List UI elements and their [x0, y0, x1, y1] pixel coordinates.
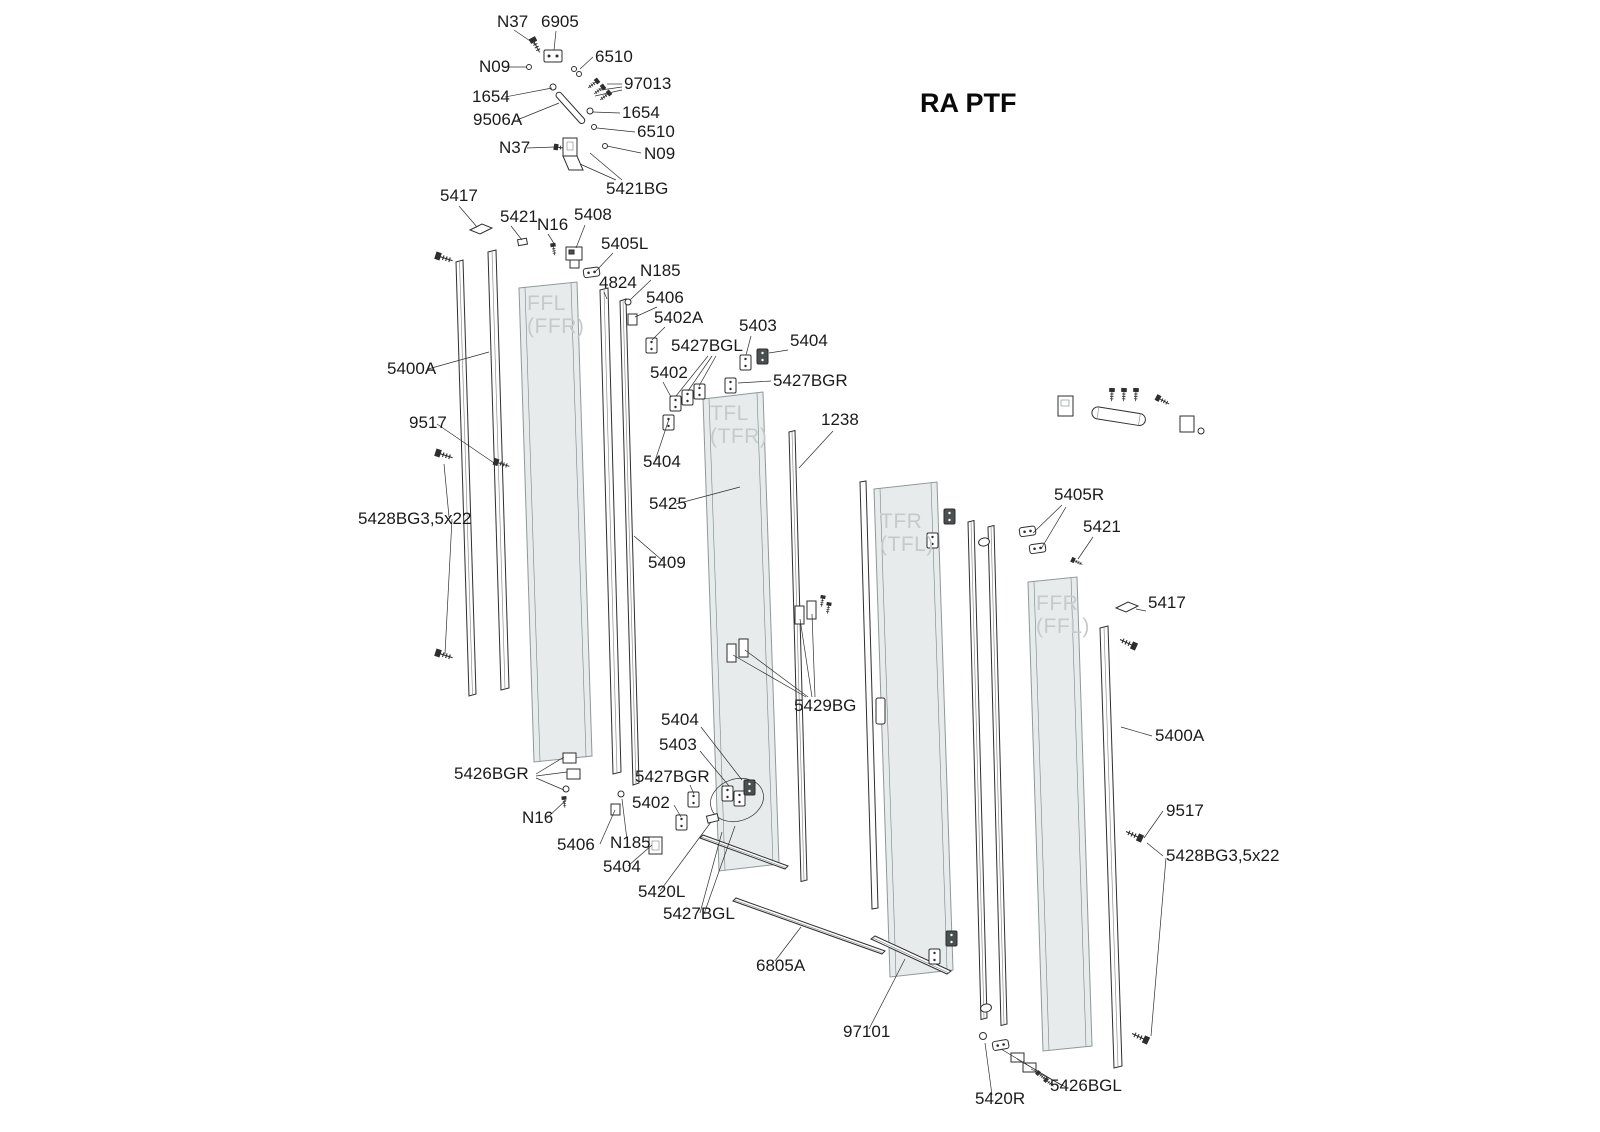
part-label-5421-left: 5421	[500, 207, 538, 226]
hinge-assembly-right	[1057, 387, 1205, 435]
part-label-9517-left: 9517	[409, 413, 447, 432]
part-label-5403-top: 5403	[739, 316, 777, 335]
part-label-5427bgr-b: 5427BGR	[635, 767, 710, 786]
part-label-5405l: 5405L	[601, 234, 648, 253]
panel-ffr	[1027, 576, 1093, 1052]
part-label-5426bgr: 5426BGR	[454, 764, 529, 783]
washer-n185-bottom	[617, 790, 625, 798]
part-label-n16-b: N16	[522, 808, 553, 827]
part-label-5402-b: 5402	[632, 793, 670, 812]
part-label-5405r: 5405R	[1054, 485, 1104, 504]
panel-label-ffr-2: (FFL)	[1036, 615, 1090, 638]
part-label-5426bgl: 5426BGL	[1050, 1076, 1122, 1095]
part-label-5428bg-left: 5428BG3,5x22	[358, 509, 471, 528]
part-label-5421bg: 5421BG	[606, 179, 668, 198]
plate-5402a	[645, 337, 658, 354]
ffr-top-fittings	[1018, 525, 1140, 613]
part-label-5406-b: 5406	[557, 835, 595, 854]
panel-label-ffr-1: FFR	[1036, 592, 1078, 615]
cover-cap-5417-right	[1114, 601, 1140, 613]
part-label-5404-top: 5404	[790, 331, 828, 350]
part-label-5425: 5425	[649, 494, 687, 513]
mid-post	[859, 480, 879, 910]
part-label-6805a: 6805A	[756, 956, 806, 975]
profiles	[455, 249, 1123, 1069]
door-handle	[875, 697, 886, 725]
part-label-5406-top: 5406	[646, 288, 684, 307]
part-label-5403-b: 5403	[659, 735, 697, 754]
part-label-5404-mid: 5404	[643, 452, 681, 471]
strip-connector-bottom	[980, 1003, 992, 1013]
panel-label-tfl-2: (TFR)	[710, 425, 767, 448]
part-label-n37-top: N37	[497, 12, 528, 31]
part-label-5427bgl-top: 5427BGL	[671, 336, 743, 355]
part-label-6510-a: 6510	[595, 47, 633, 66]
screws-right	[1118, 635, 1150, 1045]
mid-hinge-plates-5429bg	[726, 594, 832, 663]
part-label-5404-b2: 5404	[603, 857, 641, 876]
part-label-5404-bl: 5404	[661, 710, 699, 729]
part-labels: RA PTF FFL (FFR) TFL (TFR) TFR (TFL) FFR…	[358, 12, 1279, 1108]
part-label-5421-right: 5421	[1083, 517, 1121, 536]
part-label-5409: 5409	[648, 553, 686, 572]
part-label-5417-right: 5417	[1148, 593, 1186, 612]
panel-label-tfr-2: (TFL)	[880, 533, 934, 556]
part-label-1238: 1238	[821, 410, 859, 429]
part-label-97101: 97101	[843, 1022, 890, 1041]
part-label-97013: 97013	[624, 74, 671, 93]
pivot-hinge-parts-top	[526, 36, 613, 171]
top-fitting-plates	[624, 298, 769, 431]
part-label-5408: 5408	[574, 205, 612, 224]
panel-label-ffl-2: (FFR)	[527, 315, 584, 338]
panel-label-tfr-1: TFR	[880, 510, 922, 533]
panel-label-ffl-1: FFL	[527, 292, 566, 315]
part-label-1654-a: 1654	[472, 87, 510, 106]
part-label-5428bg-right: 5428BG3,5x22	[1166, 846, 1279, 865]
part-label-5427bgr-top: 5427BGR	[773, 371, 848, 390]
leader-lines	[427, 29, 1167, 1096]
part-label-n185-top: N185	[640, 261, 681, 280]
part-label-n09-top: N09	[479, 57, 510, 76]
cover-cap-5417-left	[468, 223, 494, 235]
part-label-9506a: 9506A	[473, 110, 523, 129]
part-label-4824: 4824	[599, 273, 637, 292]
bracket-5406-top	[627, 313, 638, 326]
bracket-5406-bottom	[610, 803, 621, 816]
strip-connector-top	[978, 537, 990, 547]
part-label-5400a-left: 5400A	[387, 359, 437, 378]
part-label-n09-b: N09	[644, 144, 675, 163]
washer-n185-top	[624, 298, 632, 306]
tfr-fittings	[875, 508, 958, 965]
part-label-9517-right: 9517	[1166, 801, 1204, 820]
panel-tfr	[873, 481, 954, 978]
part-label-5400a-right: 5400A	[1155, 726, 1205, 745]
part-label-n185-b: N185	[610, 833, 651, 852]
part-label-6905: 6905	[541, 12, 579, 31]
bottom-right-fittings	[979, 1032, 1056, 1089]
door-hinge-parts-ffl-top	[468, 223, 601, 279]
bottom-mid-fittings	[610, 778, 764, 855]
part-label-n37-b: N37	[499, 138, 530, 157]
part-label-1654-b: 1654	[622, 103, 660, 122]
panel-label-tfl-1: TFL	[710, 402, 749, 425]
part-label-6510-b: 6510	[637, 122, 675, 141]
glass-panels	[518, 281, 1093, 1052]
diagram-title: RA PTF	[920, 88, 1017, 118]
part-label-5420r: 5420R	[975, 1089, 1025, 1108]
part-label-5420l: 5420L	[638, 882, 685, 901]
part-label-5429bg: 5429BG	[794, 696, 856, 715]
detail-ellipse	[710, 778, 764, 822]
part-label-n16-top: N16	[537, 215, 568, 234]
part-label-5417-left: 5417	[440, 186, 478, 205]
guide-5420l	[705, 813, 720, 824]
part-label-5402a: 5402A	[654, 308, 704, 327]
panel-ffl	[518, 281, 593, 763]
part-label-5427bgl-b: 5427BGL	[663, 904, 735, 923]
bottom-left-fittings-5426bgr	[561, 752, 581, 809]
part-label-5402-top: 5402	[650, 363, 688, 382]
part-5421-left	[516, 237, 529, 247]
